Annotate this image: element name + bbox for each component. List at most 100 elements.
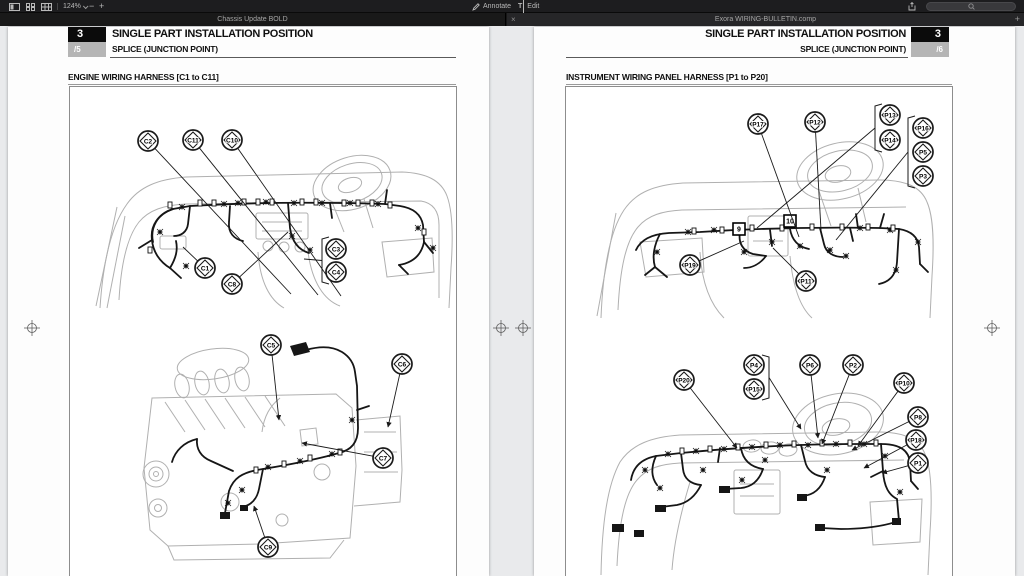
tab-close-icon[interactable]: × (511, 15, 516, 24)
tab-bar: Chassis Update BOLD × Exora WIRING-BULLE… (0, 13, 1024, 26)
junction-tag-9: 9 (732, 222, 746, 236)
tab-label: Chassis Update BOLD (217, 16, 288, 23)
callout-bracket (835, 115, 916, 241)
callout-C2: C2 (137, 130, 292, 295)
callout-P13: P13 (879, 104, 901, 126)
callout-P1: P1 (881, 452, 929, 475)
edit-label: Edit (527, 3, 540, 10)
tab-exora-wiring-bulletin[interactable]: × Exora WIRING-BULLETIN.comp + (507, 13, 1024, 26)
tab-label: Exora WIRING-BULLETIN.comp (714, 16, 817, 23)
callout-P20: P20 (673, 369, 738, 449)
svg-text:P16: P16 (917, 125, 929, 132)
svg-text:C10: C10 (226, 137, 238, 144)
page-subtitle: SPLICE (JUNCTION POINT) (112, 44, 218, 54)
svg-text:P12: P12 (809, 119, 821, 126)
svg-text:P18: P18 (910, 437, 922, 444)
crop-mark-icon (515, 320, 531, 336)
callout-P10: P10 (857, 372, 915, 447)
zoom-level-dropdown[interactable]: 124% (63, 0, 89, 13)
toolbar-separator (57, 3, 58, 10)
svg-text:C1: C1 (201, 265, 210, 272)
header-rule (110, 57, 456, 58)
svg-text:C4: C4 (332, 269, 341, 276)
chapter-number-box: 3 (68, 27, 106, 42)
chevron-down-icon (82, 2, 89, 9)
svg-text:C6: C6 (398, 361, 407, 368)
svg-text:P4: P4 (750, 362, 758, 369)
callout-C3: C3 (325, 238, 347, 260)
callout-P8: P8 (851, 406, 929, 451)
svg-text:P15: P15 (748, 386, 760, 393)
toolbar: 124% − + Annotate T Edit (0, 0, 1024, 13)
callout-P11: P11 (772, 247, 817, 292)
svg-text:P14: P14 (884, 137, 896, 144)
annotate-button[interactable]: Annotate (472, 0, 511, 13)
svg-text:C8: C8 (228, 281, 237, 288)
edit-button[interactable]: T Edit (518, 0, 539, 13)
section-underline (566, 84, 952, 85)
callout-P4: P4 (743, 354, 765, 376)
page-subtitle: SPLICE (JUNCTION POINT) (800, 44, 906, 54)
section-heading: ENGINE WIRING HARNESS [C1 to C11] (68, 72, 219, 82)
callout-P19: P19 (679, 240, 745, 276)
callout-P18: P18 (863, 429, 927, 469)
callout-C8: C8 (221, 231, 289, 295)
page-title: SINGLE PART INSTALLATION POSITION (705, 28, 906, 40)
callout-C7: C7 (301, 441, 394, 469)
callout-P16: P16 (912, 117, 934, 139)
svg-text:P2: P2 (849, 362, 857, 369)
page-number-box: /6 (911, 42, 949, 57)
junction-tag-10: 10 (783, 214, 797, 228)
section-heading: INSTRUMENT WIRING PANEL HARNESS [P1 to P… (566, 72, 768, 82)
svg-text:P8: P8 (914, 414, 922, 421)
callout-C11: C11 (182, 129, 319, 296)
crop-mark-icon (493, 320, 509, 336)
svg-text:P5: P5 (919, 149, 927, 156)
new-tab-icon[interactable]: + (1014, 14, 1020, 24)
callout-P15: P15 (743, 378, 765, 400)
callout-P5: P5 (912, 141, 934, 163)
svg-text:C5: C5 (267, 342, 276, 349)
callout-P3: P3 (912, 165, 934, 187)
callout-C9: C9 (253, 505, 279, 558)
svg-text:9: 9 (737, 227, 741, 234)
zoom-in-button[interactable]: + (99, 1, 105, 11)
zoom-out-button[interactable]: − (89, 1, 95, 11)
callout-P14: P14 (879, 129, 901, 151)
contact-sheet-icon[interactable] (41, 0, 52, 13)
text-edit-icon: T (518, 0, 525, 13)
svg-text:P1: P1 (914, 460, 922, 467)
callout-P2: P2 (821, 354, 864, 445)
chapter-number-box: 3 (911, 27, 949, 42)
header-rule (566, 57, 908, 58)
instrument-panel-line-art (596, 141, 934, 576)
callout-C6: C6 (386, 353, 413, 428)
svg-text:P11: P11 (800, 278, 812, 285)
svg-text:C3: C3 (332, 246, 341, 253)
svg-text:P19: P19 (684, 262, 696, 269)
svg-text:10: 10 (786, 219, 794, 226)
callout-C4: C4 (325, 261, 347, 283)
svg-text:C9: C9 (264, 544, 273, 551)
section-underline (68, 84, 456, 85)
tab-chassis-update[interactable]: Chassis Update BOLD (0, 13, 506, 26)
document-page-left: 3 /5 SINGLE PART INSTALLATION POSITION S… (8, 27, 489, 576)
sidebar-toggle-icon[interactable] (9, 0, 20, 13)
search-icon (967, 3, 975, 10)
document-page-right: SINGLE PART INSTALLATION POSITION 3 SPLI… (534, 27, 1015, 576)
share-icon[interactable] (908, 0, 916, 13)
callout-bracket (303, 236, 330, 285)
svg-text:P17: P17 (752, 121, 764, 128)
callout-P17: P17 (747, 113, 800, 238)
grid-view-icon[interactable] (26, 0, 35, 13)
svg-text:P13: P13 (884, 112, 896, 119)
callout-C1: C1 (182, 246, 216, 279)
search-input[interactable] (926, 2, 1016, 11)
pencil-icon (472, 2, 480, 11)
callout-C5: C5 (260, 334, 282, 421)
page-title: SINGLE PART INSTALLATION POSITION (112, 28, 313, 40)
dashboard-and-engine-line-art (95, 154, 453, 561)
